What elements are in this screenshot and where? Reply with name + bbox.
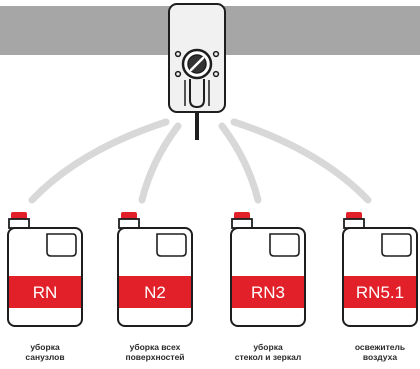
canister-label-band — [344, 276, 416, 308]
canister-neck — [231, 218, 253, 229]
caption-line: поверхностей — [125, 352, 185, 362]
canister-handle — [381, 233, 412, 257]
canister-neck — [8, 218, 30, 229]
canister-handle — [156, 233, 187, 257]
canister-code: RN5.1 — [356, 283, 404, 302]
tube-2 — [138, 122, 182, 204]
pump-port — [212, 70, 220, 78]
tube-4 — [230, 118, 372, 204]
canister: RN5.1 — [342, 212, 418, 327]
caption-line: воздуха — [362, 352, 398, 362]
canister: RN — [7, 212, 83, 327]
canister-label-band — [119, 276, 191, 308]
pump-dial-slot — [189, 56, 205, 72]
pump-port — [174, 70, 182, 78]
pump-port — [174, 50, 182, 58]
caption-line: уборка — [253, 342, 283, 352]
canister-code: N2 — [144, 283, 166, 302]
canister-label-band — [232, 276, 304, 308]
pump-inner-tube — [189, 79, 205, 109]
tube-1 — [28, 118, 170, 204]
canister-neck — [343, 218, 365, 229]
canister-handle — [46, 233, 77, 257]
caption-line: уборка — [30, 342, 60, 352]
canister-code: RN3 — [251, 283, 285, 302]
canister-group: RN N2 RN3 RN5.1 — [7, 212, 418, 327]
canister-neck — [118, 218, 140, 229]
canister-code: RN — [33, 283, 58, 302]
canister-label-band — [9, 276, 81, 308]
tube-3 — [218, 122, 262, 204]
pump-port — [212, 50, 220, 58]
caption-line: уборка всех — [129, 342, 181, 352]
canister-handle — [269, 233, 300, 257]
caption-line: санузлов — [25, 352, 65, 362]
caption-line: освежитель — [354, 342, 406, 352]
canister: RN3 — [230, 212, 306, 327]
caption-line: стекол и зеркал — [234, 352, 302, 362]
canister: N2 — [117, 212, 193, 327]
tube-group — [28, 118, 372, 204]
pump-unit — [168, 3, 226, 140]
